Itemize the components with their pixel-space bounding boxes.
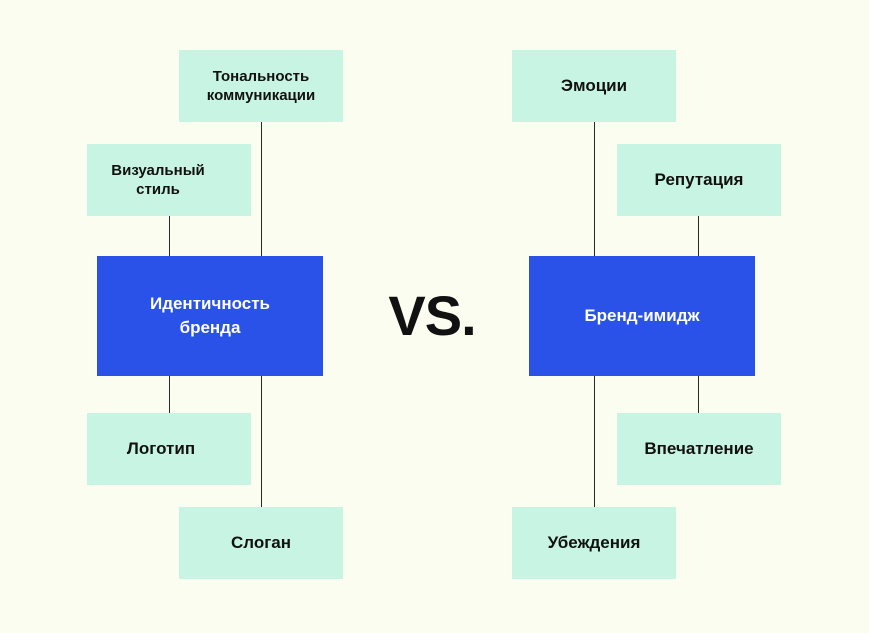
connector-line — [594, 122, 595, 256]
node-label: Визуальный стиль — [111, 162, 205, 198]
node-visual-style: Визуальный стиль — [87, 144, 251, 216]
node-label: Логотип — [126, 439, 196, 458]
connector-line — [594, 375, 595, 507]
vs-label: VS. — [388, 283, 476, 347]
node-emotions: Эмоции — [512, 50, 676, 122]
node-slogan: Слоган — [179, 507, 343, 579]
node-logo: Логотип — [87, 413, 251, 485]
node-impression: Впечатление — [617, 413, 781, 485]
node-label: Бренд-имидж — [584, 306, 700, 325]
node-brand-identity: Идентичность бренда — [97, 256, 323, 376]
node-label: Репутация — [654, 170, 744, 189]
node-label: Идентичность бренда — [149, 294, 271, 337]
node-label: Впечатление — [644, 439, 754, 458]
connector-line — [261, 122, 262, 256]
connector-line — [261, 375, 262, 507]
node-label: Тональность коммуникации — [206, 68, 316, 104]
node-label: Убеждения — [547, 533, 641, 552]
node-communication-tone: Тональность коммуникации — [179, 50, 343, 122]
connector-line — [698, 375, 699, 413]
connector-line — [698, 216, 699, 256]
connector-line — [169, 216, 170, 256]
connector-line — [169, 375, 170, 413]
node-label: Эмоции — [560, 76, 628, 95]
node-label: Слоган — [230, 533, 292, 552]
node-beliefs: Убеждения — [512, 507, 676, 579]
node-reputation: Репутация — [617, 144, 781, 216]
node-brand-image: Бренд-имидж — [529, 256, 755, 376]
